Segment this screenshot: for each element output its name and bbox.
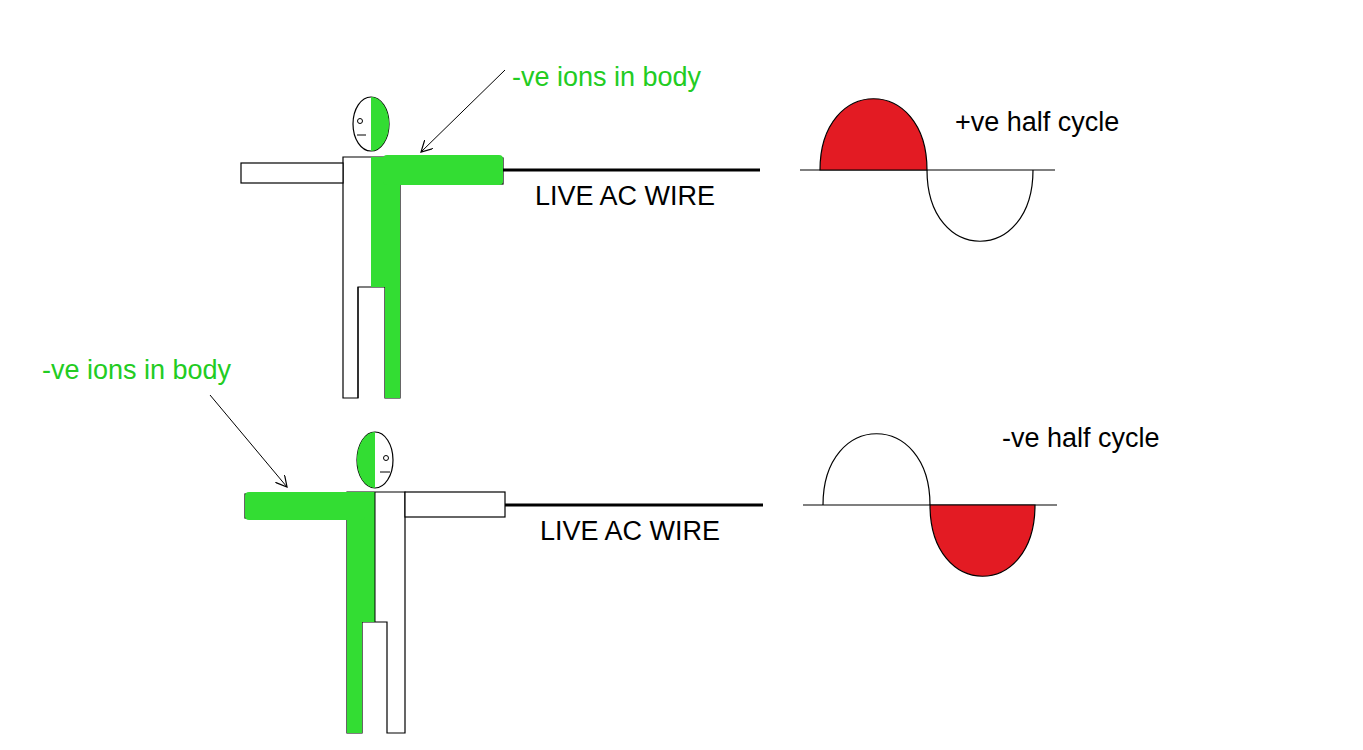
callout-label: -ve ions in body — [42, 356, 231, 386]
live-wire — [503, 169, 760, 172]
waveform-label: +ve half cycle — [955, 108, 1119, 138]
wire-label: LIVE AC WIRE — [540, 517, 720, 547]
sine-wave-bottom — [803, 434, 1057, 577]
human-figure-top — [241, 97, 503, 398]
live-wire — [505, 504, 763, 507]
leader-line — [210, 395, 287, 487]
leader-line — [421, 70, 505, 152]
waveform-label: -ve half cycle — [1002, 424, 1160, 454]
wire-label: LIVE AC WIRE — [535, 182, 715, 212]
callout-label: -ve ions in body — [512, 63, 701, 93]
human-figure-bottom — [245, 432, 505, 733]
